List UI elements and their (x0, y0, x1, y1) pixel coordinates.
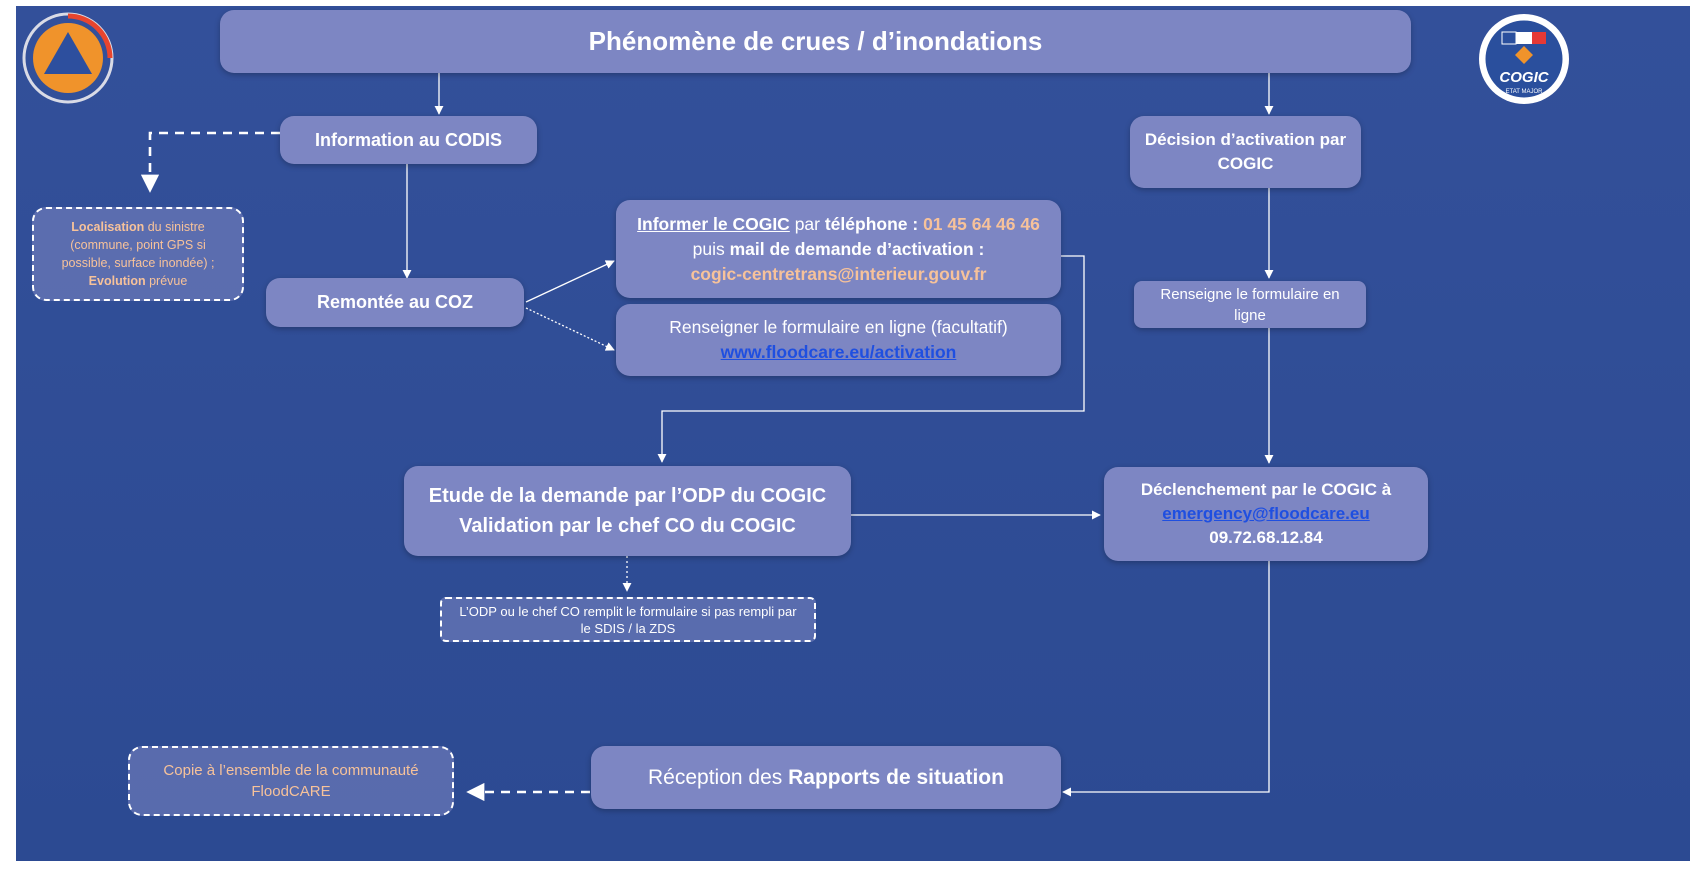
cogic-badge-icon: COGIC ETAT MAJOR (1479, 14, 1569, 104)
dashed-codis-to-localisation (140, 131, 280, 193)
validation-chef-co-label: Validation par le chef CO du COGIC (459, 515, 796, 537)
node-odp-note: L’ODP ou le chef CO remplit le formulair… (440, 597, 816, 642)
slide-canvas: COGIC ETAT MAJOR Phénomène de crues / d’… (16, 6, 1690, 861)
node-odp-note-label: L’ODP ou le chef CO remplit le formulair… (459, 603, 797, 636)
telephone-label: téléphone : (824, 213, 924, 234)
page-title: Phénomène de crues / d’inondations (588, 26, 1043, 56)
emergency-email-link[interactable]: emergency@floodcare.eu (1162, 504, 1370, 523)
title-bar: Phénomène de crues / d’inondations (220, 10, 1411, 73)
node-remontee-coz: Remontée au COZ (266, 278, 524, 327)
cogic-badge-subtext: ETAT MAJOR (1505, 89, 1543, 95)
evolution-bold: Evolution (88, 274, 146, 288)
node-copie-floodcare-label: Copie à l’ensemble de la communauté Floo… (163, 762, 419, 800)
mail-activation-label: mail de demande d’activation : (729, 238, 985, 259)
localisation-bold: Localisation (71, 220, 145, 234)
bottom-margin (0, 861, 1690, 891)
reception-label: Réception des (648, 765, 789, 789)
declenchement-label: Déclenchement par le COGIC à (1140, 480, 1392, 499)
civil-protection-logo-icon (22, 12, 114, 104)
informer-par-text: par (789, 213, 825, 234)
arrow-coz-to-informer (525, 260, 615, 303)
arrow-informer-to-etude (657, 255, 1085, 463)
evolution-text: prévue (145, 274, 188, 288)
connector-layer (140, 73, 1274, 802)
renseigner-formulaire-label: Renseigner le formulaire en ligne (facul… (669, 317, 1008, 337)
node-decision-activation: Décision d’activation par COGIC (1130, 116, 1361, 188)
node-information-codis: Information au CODIS (280, 116, 537, 164)
cogic-email: cogic-centretrans@interieur.gouv.fr (690, 263, 987, 284)
rapports-situation-label: Rapports de situation (788, 765, 1004, 789)
node-reception-rapports: Réception des Rapports de situation (591, 746, 1061, 809)
etude-demande-label: Etude de la demande par l’ODP du COGIC (428, 485, 827, 507)
informer-cogic-link[interactable]: Informer le COGIC (637, 213, 790, 234)
puis-text: puis (692, 238, 730, 259)
arrow-declenchement-to-reception (1062, 561, 1270, 797)
floodcare-activation-link[interactable]: www.floodcare.eu/activation (720, 342, 957, 362)
node-informer-cogic: Informer le COGIC par téléphone : 01 45 … (616, 200, 1061, 298)
node-etude-demande: Etude de la demande par l’ODP du COGIC V… (404, 466, 851, 556)
node-decision-activation-label: Décision d’activation par COGIC (1144, 130, 1347, 173)
node-renseigner-formulaire: Renseigner le formulaire en ligne (facul… (616, 304, 1061, 376)
node-information-codis-label: Information au CODIS (314, 129, 502, 150)
arrow-coz-to-renseigner (525, 307, 615, 351)
cogic-badge-text: COGIC (1499, 69, 1549, 86)
node-copie-floodcare: Copie à l’ensemble de la communauté Floo… (128, 746, 454, 816)
node-declenchement: Déclenchement par le COGIC à emergency@f… (1104, 467, 1428, 561)
node-renseigne-formulaire-label: Renseigne le formulaire en ligne (1160, 285, 1340, 324)
cogic-phone-number: 01 45 64 46 46 (923, 213, 1040, 234)
node-renseigne-formulaire: Renseigne le formulaire en ligne (1134, 281, 1366, 328)
emergency-phone-number: 09.72.68.12.84 (1209, 528, 1323, 547)
localisation-text: du sinistre (commune, point GPS si possi… (61, 220, 215, 270)
node-localisation-note: Localisation du sinistre (commune, point… (32, 207, 244, 301)
node-remontee-coz-label: Remontée au COZ (316, 292, 474, 312)
